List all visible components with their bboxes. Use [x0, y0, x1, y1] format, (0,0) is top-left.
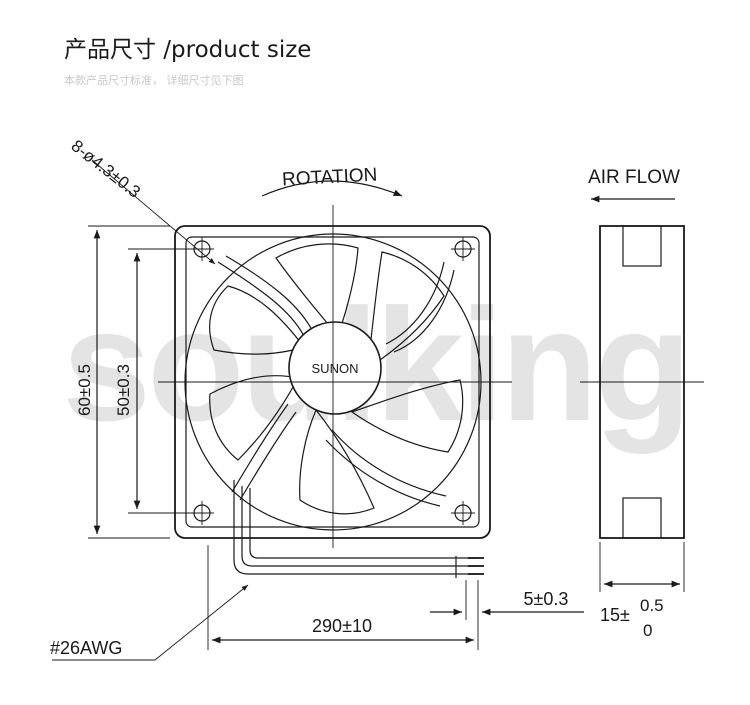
fan-brand-label: SUNON: [312, 361, 359, 376]
fan-blade: [299, 408, 375, 515]
thickness-upper: 0.5: [640, 596, 664, 615]
thickness-label: 15±: [600, 605, 630, 625]
cable-length-dimension: 290±10: [207, 545, 479, 650]
wire-gauge-callout: #26AWG: [50, 584, 249, 661]
page-subtitle: 本款产品尺寸标准， 详细尺寸见下图: [64, 74, 244, 87]
fan-blade: [275, 243, 359, 338]
fan-spoke: [325, 429, 447, 507]
side-notch-bottom: [622, 497, 662, 539]
strip-length-label: 5±0.3: [524, 589, 569, 609]
wire-gauge-label: #26AWG: [50, 638, 122, 658]
fan-blade: [350, 379, 464, 453]
page-title: 产品尺寸 /product size: [64, 37, 312, 63]
hole-spec-leader: [91, 159, 216, 265]
air-flow-label: AIR FLOW: [588, 167, 680, 188]
rotation-label: ROTATION: [282, 165, 378, 191]
fan-hub: [288, 321, 382, 415]
mounting-hole: [190, 501, 214, 525]
fan-blade: [367, 251, 445, 370]
outer-size-dimension: 60±0.5: [75, 225, 170, 539]
hole-pitch-dimension: 50±0.3: [114, 248, 190, 514]
fan-spoke: [231, 403, 297, 501]
mounting-hole: [451, 501, 475, 525]
mounting-hole: [190, 237, 214, 261]
hole-spec-label: 8-ø4.3±0.3: [68, 136, 144, 202]
fan-blade: [209, 285, 305, 355]
strip-length-dimension: 5±0.3: [430, 580, 584, 620]
fan-side-view: 15± 0.5 0: [580, 225, 704, 640]
fan-cable: [233, 480, 484, 578]
hole-pitch-label: 50±0.3: [114, 364, 133, 416]
rotation-arrow: [261, 180, 403, 197]
fan-blades: [209, 243, 464, 515]
mounting-hole: [451, 237, 475, 261]
outer-size-label: 60±0.5: [75, 364, 94, 416]
thickness-lower: 0: [643, 621, 652, 640]
fan-front-view: SUNON: [158, 205, 512, 548]
fan-blade: [209, 375, 299, 461]
fan-spoke: [385, 261, 455, 353]
side-notch-top: [622, 225, 662, 267]
cable-length-label: 290±10: [312, 616, 372, 636]
fan-spoke: [217, 255, 313, 337]
